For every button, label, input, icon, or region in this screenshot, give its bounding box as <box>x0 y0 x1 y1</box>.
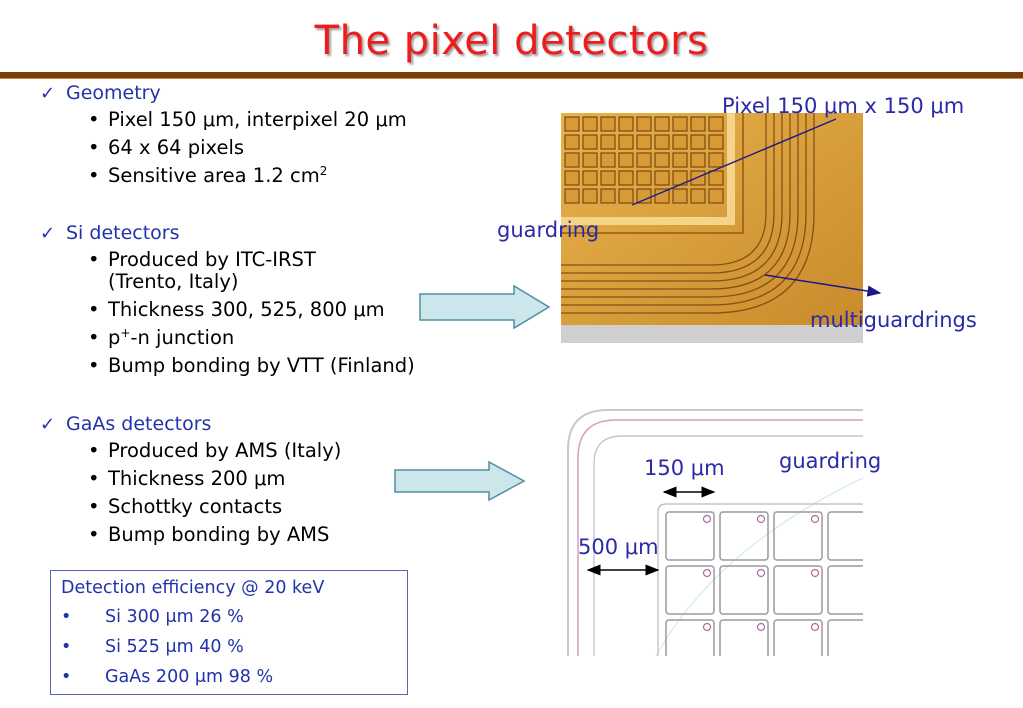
page-title: The pixel detectors <box>314 18 709 64</box>
detection-efficiency-box: Detection efficiency @ 20 keV •Si 300 μm… <box>50 570 408 695</box>
guardring-label: guardring <box>497 218 600 242</box>
list-item: 64 x 64 pixels <box>84 134 407 162</box>
title-divider <box>0 72 1023 79</box>
section-heading: Si detectors <box>66 222 180 244</box>
gaas-layout-diagram <box>566 408 863 656</box>
list-item: Sensitive area 1.2 cm2 <box>84 162 407 190</box>
efficiency-row: •Si 300 μm 26 % <box>61 607 244 627</box>
section-si-heading: ✓ Si detectors <box>40 222 180 244</box>
pitch-label: 150 μm <box>644 456 725 480</box>
list-item: Thickness 300, 525, 800 μm <box>84 296 415 324</box>
superscript: + <box>120 326 131 340</box>
section-geometry-heading: ✓ Geometry <box>40 82 161 104</box>
list-item: Bump bonding by VTT (Finland) <box>84 352 415 380</box>
si-list: Produced by ITC-IRST(Trento, Italy) Thic… <box>84 246 415 381</box>
superscript: 2 <box>319 164 328 178</box>
list-item: Bump bonding by AMS <box>84 521 341 549</box>
section-heading: GaAs detectors <box>66 413 212 435</box>
checkmark-icon: ✓ <box>40 223 56 244</box>
list-item: Thickness 200 μm <box>84 465 341 493</box>
checkmark-icon: ✓ <box>40 414 56 435</box>
right-arrow-icon <box>419 284 551 330</box>
list-item: Pixel 150 μm, interpixel 20 μm <box>84 106 407 134</box>
list-item: Produced by AMS (Italy) <box>84 437 341 465</box>
section-gaas-heading: ✓ GaAs detectors <box>40 413 211 435</box>
efficiency-row: •GaAs 200 μm 98 % <box>61 667 274 687</box>
gaas-list: Produced by AMS (Italy) Thickness 200 μm… <box>84 437 341 549</box>
right-arrow-icon <box>394 460 526 502</box>
list-item: Schottky contacts <box>84 493 341 521</box>
section-heading: Geometry <box>66 82 161 104</box>
list-item: Produced by ITC-IRST(Trento, Italy) <box>84 249 415 293</box>
list-item: p+-n junction <box>84 324 415 352</box>
edge-width-label: 500 μm <box>578 535 659 559</box>
checkmark-icon: ✓ <box>40 83 56 104</box>
multiguardrings-label: multiguardrings <box>810 308 977 332</box>
efficiency-heading: Detection efficiency @ 20 keV <box>61 578 325 598</box>
pixel-size-label: Pixel 150 μm x 150 μm <box>722 94 965 118</box>
efficiency-row: •Si 525 μm 40 % <box>61 637 244 657</box>
guardring-label: guardring <box>779 449 882 473</box>
geometry-list: Pixel 150 μm, interpixel 20 μm 64 x 64 p… <box>84 106 407 190</box>
